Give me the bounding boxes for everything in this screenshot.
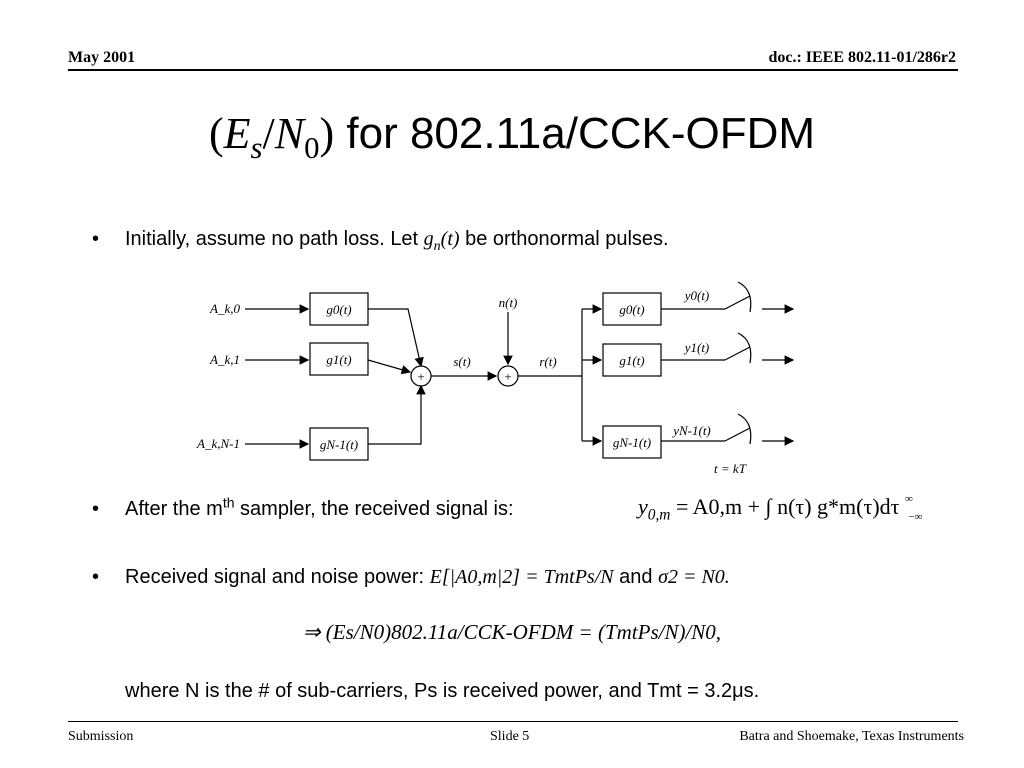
header-date: May 2001	[68, 49, 136, 66]
input-label: A_k,1	[209, 352, 240, 367]
output-label: y0(t)	[683, 288, 710, 303]
input-label: A_k,0	[209, 301, 240, 316]
received-signal-equation: y0,m = A0,m + ∫ n(τ) g*m(τ)dτ ∞ −∞	[638, 493, 923, 524]
slide-number: Slide 5	[490, 729, 530, 744]
tx-filter-label: g1(t)	[326, 352, 351, 367]
bullet-sampler: After the mth sampler, the received sign…	[125, 494, 514, 520]
input-label: A_k,N-1	[196, 436, 240, 451]
header-doc-id: doc.: IEEE 802.11-01/286r2	[768, 49, 956, 66]
bullet-marker: •	[92, 498, 100, 520]
adder-symbol: +	[417, 369, 424, 384]
bullet-power: Received signal and noise power: E[|A0,m…	[125, 566, 730, 588]
tx-filter-label: gN-1(t)	[320, 437, 358, 452]
footer-authors: Batra and Shoemake, Texas Instruments	[739, 729, 964, 744]
rx-filter-label: g0(t)	[619, 302, 644, 317]
bullet-marker: •	[92, 566, 100, 588]
rx-filter-label: gN-1(t)	[613, 435, 651, 450]
sampling-time-label: t = kT	[714, 461, 747, 476]
bullet-marker: •	[92, 228, 100, 250]
footer-submission: Submission	[68, 729, 134, 744]
tx-filter-label: g0(t)	[326, 302, 351, 317]
snr-result: ⇒ (Es/N0)802.11a/CCK-OFDM = (TmtPs/N)/N0…	[302, 620, 722, 644]
footer-rule	[68, 721, 958, 722]
signal-label-r: r(t)	[539, 354, 556, 369]
rx-filter-label: g1(t)	[619, 353, 644, 368]
where-definition: where N is the # of sub-carriers, Ps is …	[125, 680, 760, 702]
signal-label-s: s(t)	[453, 354, 470, 369]
adder-symbol: +	[504, 369, 511, 384]
output-label: yN-1(t)	[671, 423, 711, 438]
bullet-orthonormal: Initially, assume no path loss. Let gn(t…	[125, 228, 669, 254]
page-title: (Es/N0) for 802.11a/CCK-OFDM	[208, 109, 816, 165]
output-label: y1(t)	[683, 340, 710, 355]
block-diagram: + + A_k,0 A_k,1 A_k,N-1 g0(t) g1(t) gN-1…	[196, 281, 795, 476]
signal-label-n: n(t)	[499, 295, 518, 310]
header-rule	[68, 69, 958, 71]
